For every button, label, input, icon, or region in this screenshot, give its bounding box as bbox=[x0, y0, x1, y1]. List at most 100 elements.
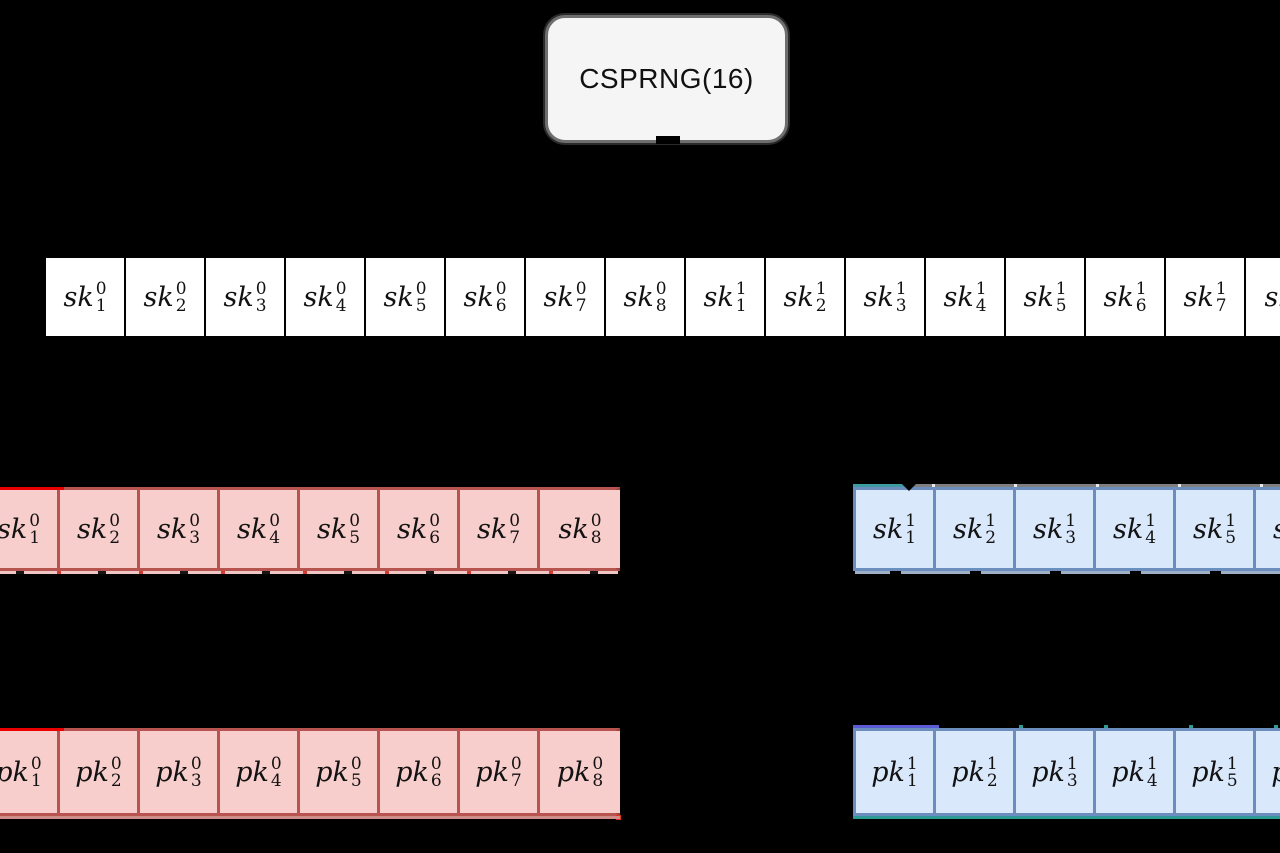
key-label: pk01 bbox=[0, 753, 42, 791]
pk1-cell: pk16 bbox=[1256, 731, 1280, 813]
csprng-label: CSPRNG(16) bbox=[579, 63, 754, 94]
red-arrow-mark bbox=[0, 487, 64, 490]
red-arrowhead-icon bbox=[616, 815, 621, 820]
csprng-box: CSPRNG(16) bbox=[545, 15, 788, 144]
key-label: sk18 bbox=[1264, 281, 1280, 313]
seed-key-cell: sk18 bbox=[1246, 258, 1280, 336]
pk0-cell: pk01 bbox=[0, 731, 60, 813]
arrow-stub-icon bbox=[656, 136, 680, 144]
key-label: pk16 bbox=[1271, 755, 1280, 790]
red-arrow-mark bbox=[0, 728, 64, 731]
arrowhead-icon bbox=[902, 484, 916, 491]
